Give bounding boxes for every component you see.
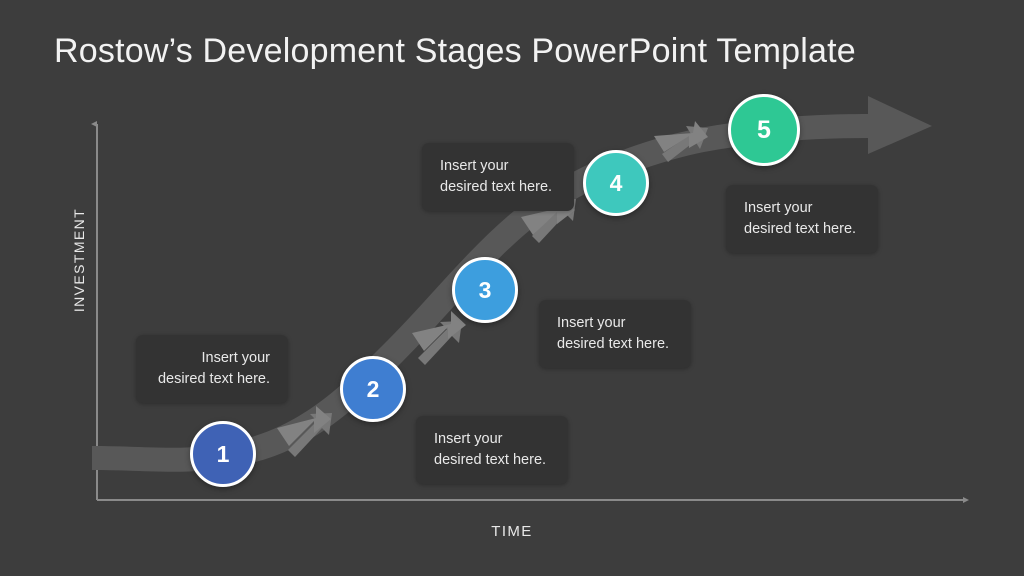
callout-line-2: desired text here. [744, 221, 857, 238]
stage-circle-4[interactable]: 4 [583, 150, 649, 216]
callout-stage-2: Insert your desired text here. [416, 416, 568, 485]
callout-line-1: Insert your [434, 431, 503, 447]
callout-line-1: Insert your [201, 350, 271, 366]
callout-line-1: Insert your [440, 158, 509, 174]
callout-stage-4: Insert your desired text here. [539, 300, 691, 369]
y-axis-label: INVESTMENT [71, 207, 87, 313]
stage-circle-5[interactable]: 5 [728, 94, 800, 166]
callout-line-2: desired text here. [434, 452, 547, 469]
stage-circle-3[interactable]: 3 [452, 257, 518, 323]
x-axis-label: TIME [491, 523, 533, 540]
callout-stage-3: Insert your desired text here. [422, 143, 574, 212]
callout-line-2: desired text here. [440, 179, 553, 196]
callout-line-1: Insert your [557, 315, 626, 331]
page-title: Rostow’s Development Stages PowerPoint T… [54, 32, 856, 70]
callout-stage-1: Insert your desired text here. [136, 335, 288, 404]
growth-curve-band [92, 96, 932, 472]
callout-line-2: desired text here. [557, 336, 670, 353]
callout-line-2: desired text here. [157, 371, 270, 388]
callout-stage-5: Insert your desired text here. [726, 185, 878, 254]
stage-circle-1[interactable]: 1 [190, 421, 256, 487]
callout-line-1: Insert your [744, 200, 813, 216]
stage-circle-2[interactable]: 2 [340, 356, 406, 422]
